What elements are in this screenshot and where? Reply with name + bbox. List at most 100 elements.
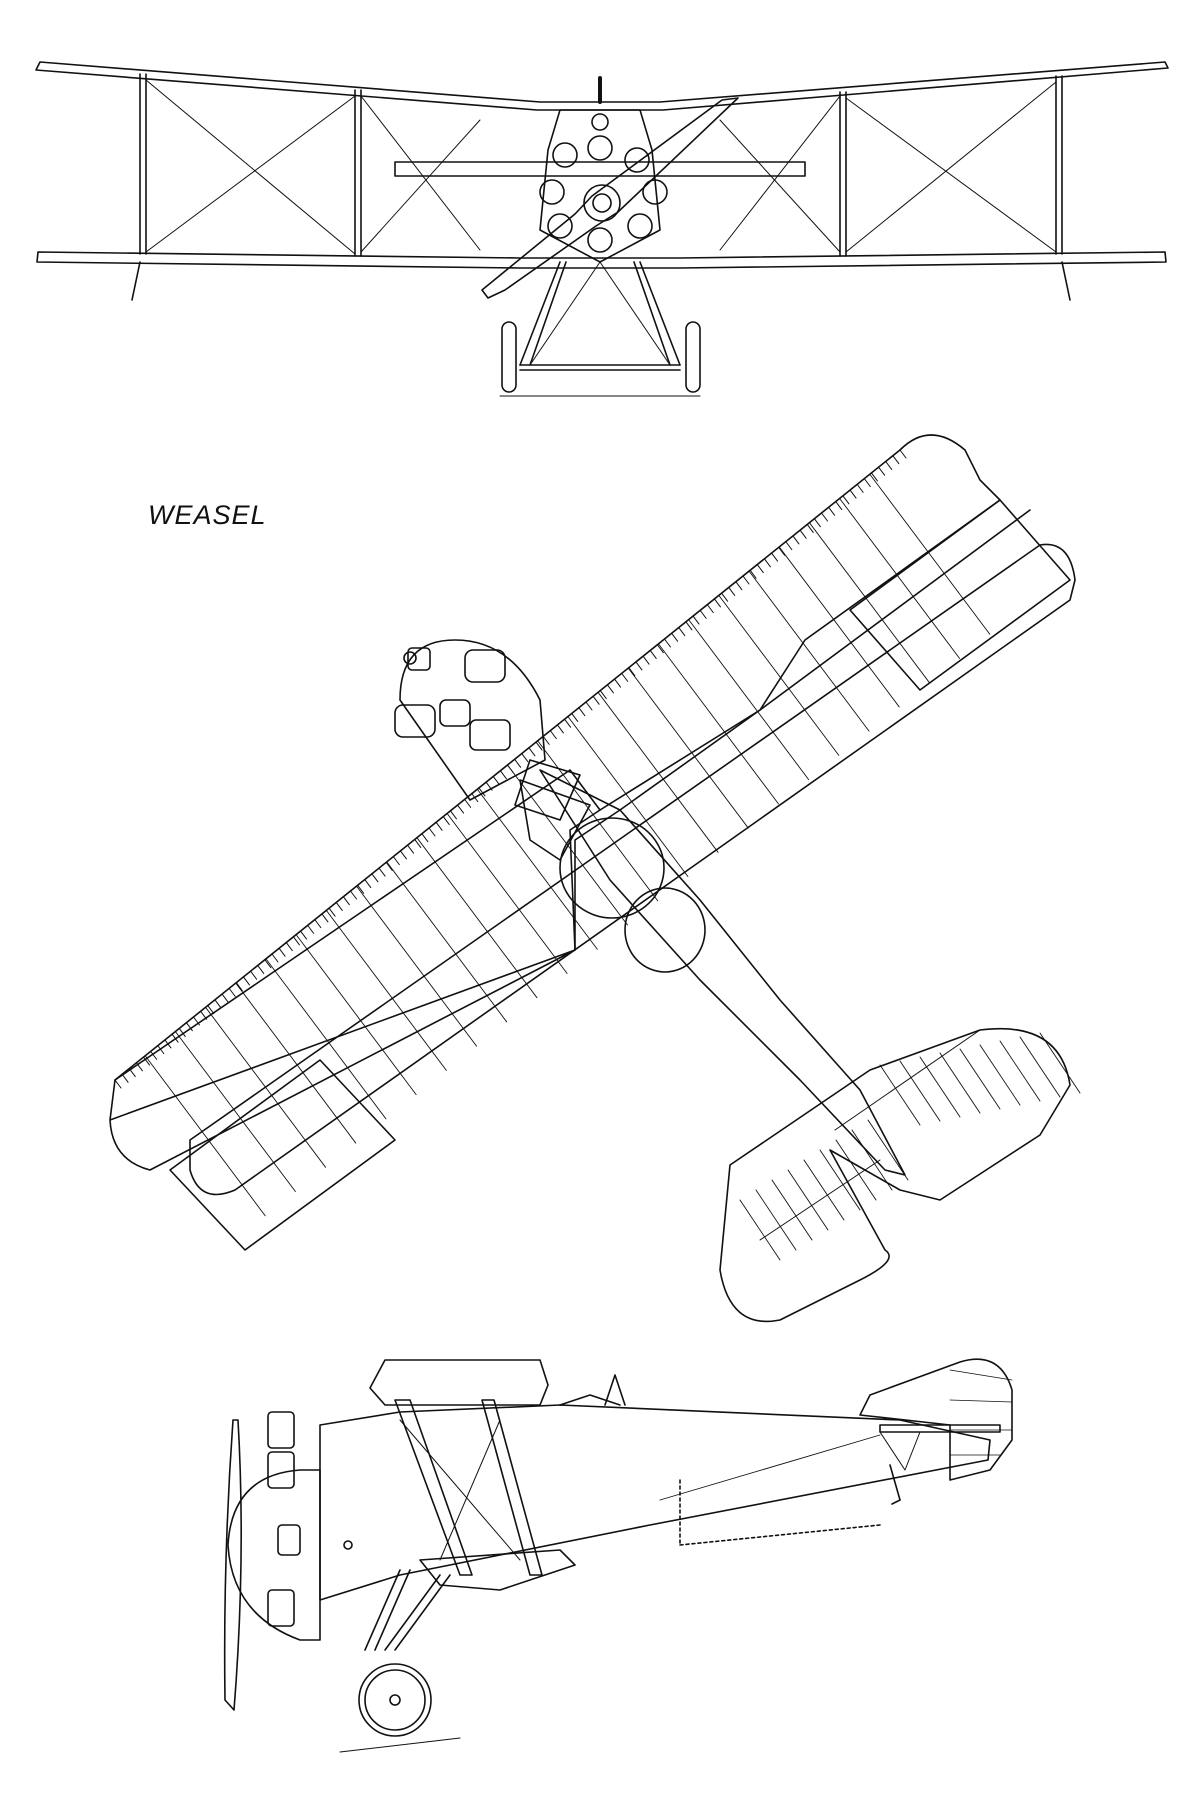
rib-line <box>145 1056 265 1216</box>
rib-tick <box>479 788 485 796</box>
rib-tick <box>543 736 549 744</box>
rib-tick <box>793 536 799 544</box>
rib-tick <box>522 754 528 762</box>
rib-tick <box>393 857 399 865</box>
rib-tick <box>772 553 778 561</box>
rib-line <box>417 838 537 998</box>
plan-leading-edge-ribs <box>115 450 906 1088</box>
rib-tick <box>700 610 706 618</box>
rib-tick <box>436 822 442 830</box>
rib-tick <box>850 490 856 498</box>
rib-tick <box>258 965 264 973</box>
rib-tick <box>714 599 720 607</box>
front-bracing-wires <box>146 80 1056 254</box>
side-fin-rudder <box>860 1359 1012 1480</box>
tail-rib-line <box>960 1049 1000 1109</box>
rib-tick <box>757 565 763 573</box>
rib-tick <box>215 1000 221 1008</box>
rib-tick <box>736 582 742 590</box>
plan-fuselage <box>540 770 905 1175</box>
front-undercarriage <box>500 262 700 396</box>
plan-view <box>110 435 1080 1321</box>
rib-tick <box>500 771 506 779</box>
rib-tick <box>629 668 635 676</box>
rib-tick <box>415 839 421 847</box>
rib-tick <box>779 547 785 555</box>
rib-line <box>628 668 748 828</box>
rib-tick <box>201 1011 207 1019</box>
rib-tick <box>265 960 271 968</box>
rib-line <box>236 983 356 1143</box>
plan-engine <box>395 640 545 800</box>
rib-line <box>568 717 688 877</box>
tail-rib-line <box>756 1190 796 1250</box>
rib-tick <box>529 748 535 756</box>
plan-tailplane <box>720 1029 1070 1322</box>
rib-tick <box>315 920 321 928</box>
rib-tick <box>450 811 456 819</box>
rib-line <box>779 547 899 707</box>
rib-line <box>809 523 929 683</box>
tail-rib-line <box>1020 1037 1060 1097</box>
rib-line <box>477 789 597 949</box>
rib-tick <box>458 805 464 813</box>
rib-tick <box>572 713 578 721</box>
rib-tick <box>679 628 685 636</box>
aircraft-name-label: WEASEL <box>148 500 267 530</box>
rib-line <box>357 886 477 1046</box>
rib-tick <box>607 685 613 693</box>
rib-tick <box>857 484 863 492</box>
rib-tick <box>136 1063 142 1071</box>
rib-tick <box>722 593 728 601</box>
plan-wing-ribs <box>145 474 990 1216</box>
side-view <box>225 1359 1012 1752</box>
rib-tick <box>194 1017 200 1025</box>
rib-tick <box>122 1074 128 1082</box>
rib-line <box>719 595 839 755</box>
rib-tick <box>443 817 449 825</box>
rib-tick <box>579 708 585 716</box>
side-cylinders <box>268 1412 300 1626</box>
rib-tick <box>515 759 521 767</box>
side-flying-wires <box>560 1405 900 1500</box>
rib-tick <box>636 662 642 670</box>
rib-tick <box>622 673 628 681</box>
plan-aileron-left <box>170 1060 395 1250</box>
tail-rib-line <box>940 1053 980 1113</box>
front-interplane-struts <box>140 74 1062 256</box>
side-struts <box>395 1400 542 1575</box>
rib-tick <box>429 828 435 836</box>
tail-rib-line <box>804 1160 844 1220</box>
rib-line <box>840 498 960 658</box>
plan-tail-ribs <box>740 1033 1080 1260</box>
plan-aileron-right <box>850 500 1070 690</box>
rib-tick <box>236 983 242 991</box>
rib-tick <box>750 570 756 578</box>
rib-tick <box>586 702 592 710</box>
rib-tick <box>222 994 228 1002</box>
rib-tick <box>272 954 278 962</box>
rib-tick <box>465 799 471 807</box>
front-view <box>36 62 1168 396</box>
rib-tick <box>343 897 349 905</box>
rib-tick <box>600 691 606 699</box>
front-propeller <box>482 98 738 298</box>
rib-tick <box>550 731 556 739</box>
rib-tick <box>615 679 621 687</box>
rib-tick <box>400 851 406 859</box>
rib-tick <box>886 461 892 469</box>
rib-tick <box>665 639 671 647</box>
rib-line <box>326 910 446 1070</box>
tail-rib-line <box>772 1180 812 1240</box>
rib-tick <box>336 902 342 910</box>
plan-lower-wing <box>190 544 1075 1194</box>
tail-rib-line <box>920 1057 960 1117</box>
rib-tick <box>408 845 414 853</box>
rib-line <box>296 935 416 1095</box>
tail-rib-line <box>740 1200 780 1260</box>
rib-tick <box>764 559 770 567</box>
rib-tick <box>351 891 357 899</box>
rib-tick <box>322 914 328 922</box>
tail-rib-line <box>1040 1033 1080 1093</box>
